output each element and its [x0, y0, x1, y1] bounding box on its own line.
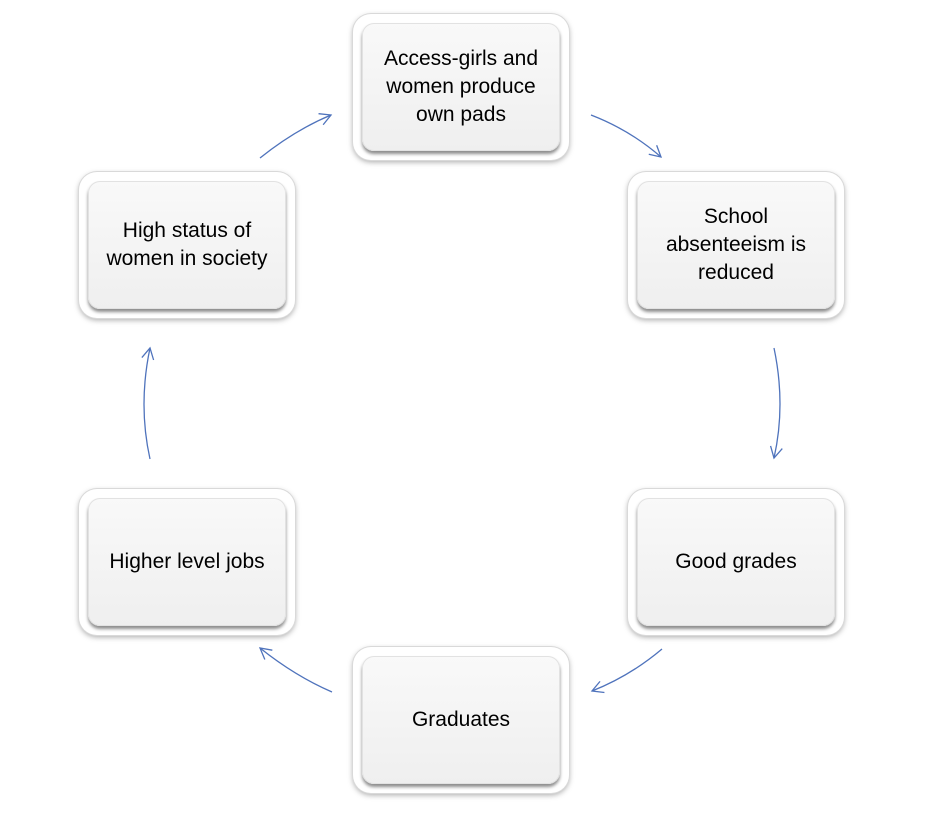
- node-box: High status of women in society: [88, 181, 286, 309]
- node-box: School absenteeism is reduced: [637, 181, 835, 309]
- arrow-n6-to-n1: [259, 113, 333, 159]
- node-high-status-women: High status of women in society: [79, 172, 295, 318]
- node-box: Good grades: [637, 498, 835, 626]
- node-label: School absenteeism is reduced: [665, 205, 807, 284]
- node-label: Good grades: [675, 550, 797, 573]
- arrow-n1-to-n2: [590, 114, 663, 158]
- arrow-n4-to-n5: [258, 647, 333, 693]
- node-label: Graduates: [411, 708, 511, 731]
- node-higher-level-jobs: Higher level jobs: [79, 489, 295, 635]
- node-label: Higher level jobs: [109, 550, 265, 573]
- node-label: Access-girls and women produce own pads: [383, 47, 539, 126]
- node-graduates: Graduates: [353, 647, 569, 793]
- node-good-grades: Good grades: [628, 489, 844, 635]
- arrow-n5-to-n6: [141, 346, 155, 460]
- node-box: Access-girls and women produce own pads: [362, 23, 560, 151]
- arrow-n2-to-n3: [769, 347, 783, 460]
- node-box: Higher level jobs: [88, 498, 286, 626]
- arrow-n3-to-n4: [590, 648, 663, 694]
- node-access-pads: Access-girls and women produce own pads: [353, 14, 569, 160]
- node-absenteeism-reduced: School absenteeism is reduced: [628, 172, 844, 318]
- node-box: Graduates: [362, 656, 560, 784]
- node-label: High status of women in society: [106, 219, 268, 270]
